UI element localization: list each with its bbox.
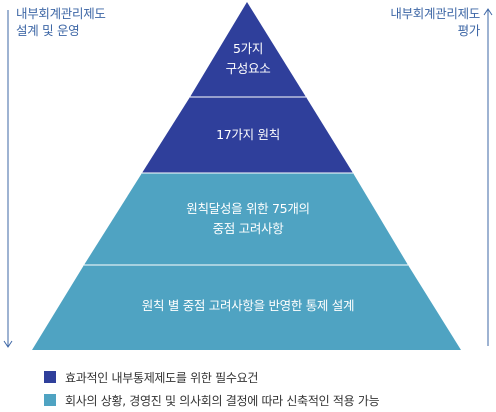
tier-3-line1: 원칙달성을 위한 75개의 (186, 201, 310, 216)
tier-1-line2: 구성요소 (225, 61, 271, 76)
left-arrow-head (3, 340, 13, 348)
left-label-line2: 설계 및 운영 (16, 23, 80, 38)
right-arrow-head (483, 8, 493, 16)
tier-1-line1: 5가지 (232, 41, 264, 56)
right-label-line1: 내부회계관리제도 (390, 6, 480, 21)
legend-item-flexible: 회사의 상황, 경영진 및 의사회의 결정에 따라 신축적인 적용 가능 (44, 393, 380, 409)
legend-swatch-teal (44, 394, 56, 406)
tier-2-text: 17가지 원칙 (0, 125, 496, 145)
tier-1-text: 5가지 구성요소 (0, 39, 496, 79)
tier-2-line1: 17가지 원칙 (216, 127, 280, 142)
tier-3-line2: 중점 고려사항 (212, 221, 284, 236)
legend-label: 효과적인 내부통제제도를 위한 필수요건 (65, 371, 259, 385)
pyramid-tier-1 (190, 2, 306, 97)
tier-4-line1: 원칙 별 중점 고려사항을 반영한 통제 설계 (141, 298, 355, 313)
left-side-label: 내부회계관리제도 설계 및 운영 (16, 5, 106, 39)
legend-item-essential: 효과적인 내부통제제도를 위한 필수요건 (44, 370, 258, 386)
down-arrow-icon (3, 10, 13, 348)
tier-4-text: 원칙 별 중점 고려사항을 반영한 통제 설계 (0, 296, 496, 316)
left-label-line1: 내부회계관리제도 (16, 6, 106, 21)
legend-label: 회사의 상황, 경영진 및 의사회의 결정에 따라 신축적인 적용 가능 (65, 394, 380, 408)
tier-3-text: 원칙달성을 위한 75개의 중점 고려사항 (0, 199, 496, 239)
up-arrow-icon (483, 8, 493, 346)
pyramid-tier-4 (32, 265, 461, 350)
legend-swatch-dark-blue (44, 371, 56, 383)
pyramid-tier-2 (142, 97, 353, 173)
right-side-label: 내부회계관리제도 평가 (390, 5, 480, 39)
pyramid-tier-3 (84, 173, 408, 265)
right-label-line2: 평가 (457, 23, 481, 38)
